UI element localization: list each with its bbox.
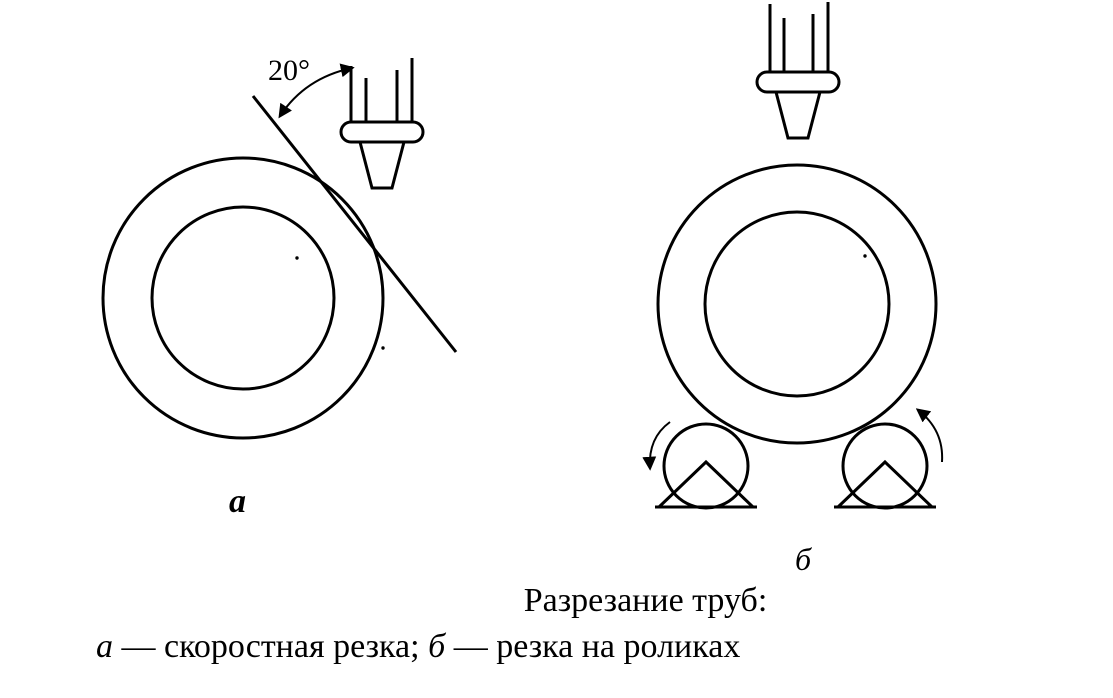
diagram-b-label: б — [795, 541, 812, 577]
diagram-a-label: а — [229, 483, 246, 520]
roller-left-rotation-arrow — [642, 421, 671, 471]
torch-a-nozzle — [358, 141, 406, 190]
caption-legend-b-text: — резка на роликах — [445, 628, 741, 665]
caption-title-text: Разрезание труб: — [523, 582, 768, 619]
diagram-a: 20° а — [101, 54, 458, 520]
pipe-a-inner-wall — [150, 205, 336, 391]
diagram-b: б — [642, 2, 944, 577]
speck-a-2 — [381, 346, 385, 350]
roller-left-wheel — [662, 422, 750, 510]
roller-right-wheel — [841, 422, 929, 510]
roller-right-rotation-arrow — [915, 408, 944, 463]
torch-b-head — [755, 70, 841, 94]
roller-right-support — [834, 459, 936, 509]
torch-b — [755, 2, 841, 140]
caption-legend: а — скоростная резка; б — резка на ролик… — [96, 628, 740, 666]
torch-a — [339, 58, 425, 190]
speck-b-1 — [863, 254, 867, 258]
roller-left-support — [655, 459, 757, 509]
caption-legend-a: а — [96, 628, 113, 665]
caption-legend-a-text: — скоростная резка; — [113, 628, 429, 665]
speck-a-1 — [295, 256, 299, 260]
pipe-b-inner-wall — [703, 210, 891, 398]
pipe-b-outer-wall — [656, 163, 938, 445]
torch-a-head — [339, 120, 425, 144]
torch-b-nozzle — [774, 91, 822, 140]
roller-right — [834, 408, 944, 510]
caption-legend-b: б — [428, 628, 446, 665]
cutting-line — [251, 95, 458, 353]
angle-label: 20° — [268, 54, 310, 87]
roller-left — [642, 421, 757, 510]
angle-arc — [278, 63, 355, 119]
caption-title: Разрезание труб: — [0, 582, 1113, 620]
pipe-a-outer-wall — [101, 156, 385, 440]
